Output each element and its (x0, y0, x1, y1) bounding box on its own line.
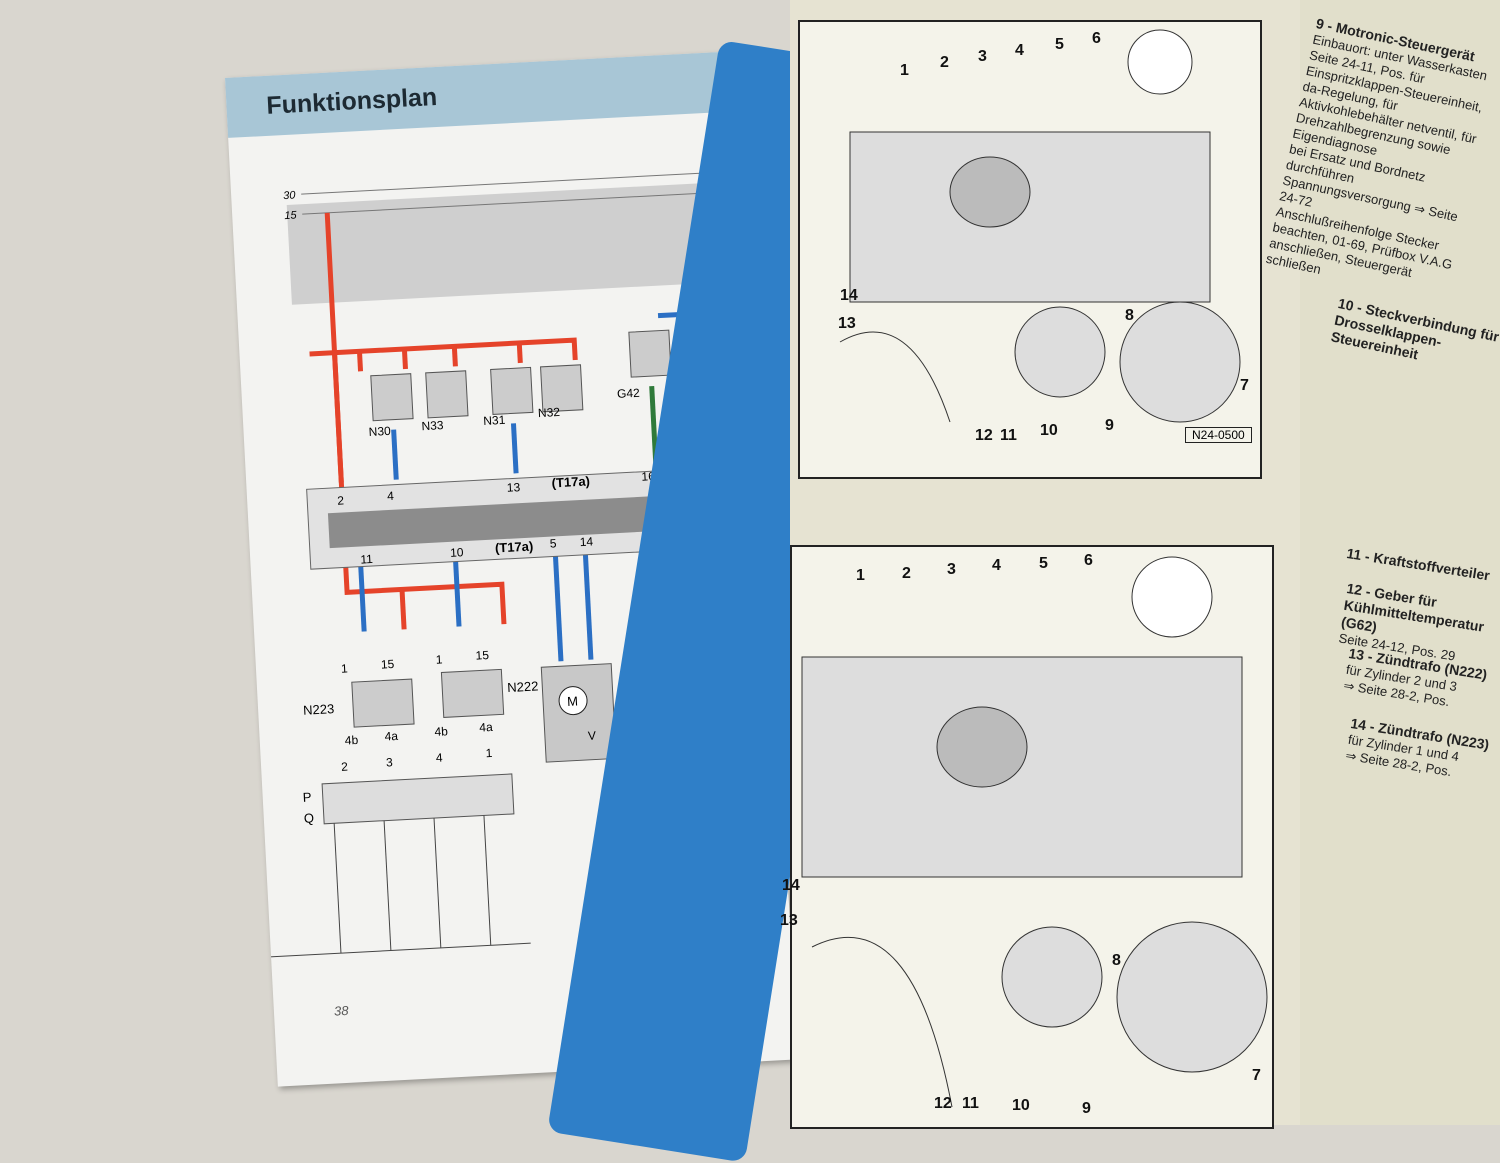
red-wires (309, 212, 578, 630)
pin-label: 4 (387, 489, 395, 503)
callout-number: 14 (782, 877, 800, 894)
motor-label: V (588, 728, 597, 742)
legend-item-14: 14 - Zündtrafo (N223)für Zylinder 1 und … (1344, 715, 1500, 788)
motor-icon (558, 686, 588, 716)
component-n33 (425, 370, 469, 419)
ground-lines (225, 815, 531, 962)
callout-number: 8 (1112, 952, 1121, 969)
rail-label: 30 (283, 189, 297, 202)
callout-number: 2 (940, 54, 949, 71)
legend-item-11: 11 - Kraftstoffverteiler (1345, 545, 1500, 587)
callout-number: 7 (1240, 377, 1249, 394)
pin-label: 2 (337, 493, 345, 507)
callout-number: 7 (1252, 1067, 1261, 1084)
component-g42 (628, 329, 672, 378)
callout-number: 3 (978, 48, 987, 65)
callout-number: 10 (1040, 422, 1058, 439)
legend-heading: 12 - Geber für Kühlmitteltemperatur (G62… (1340, 580, 1486, 635)
connector-label: (T17a) (551, 473, 590, 490)
callout-number: 2 (902, 565, 911, 582)
rail-label: 15 (284, 209, 298, 222)
callout-number: 13 (838, 315, 856, 332)
rail-15 (302, 190, 752, 215)
pin-label: 1 (485, 746, 493, 760)
callout-number: 1 (900, 62, 909, 79)
component-n30 (370, 373, 414, 422)
diode-row-label: P (302, 789, 311, 804)
pin-label: 1 (341, 661, 349, 675)
callout-number: 12 (975, 427, 993, 444)
figure-code: N24-0500 (1185, 427, 1252, 443)
callout-number: 13 (780, 912, 798, 929)
pin-label: 4a (384, 729, 398, 744)
coil-n222 (440, 668, 505, 718)
component-n32 (540, 364, 584, 413)
component-label: N31 (483, 413, 506, 428)
coil-label: N223 (303, 701, 335, 718)
callout-number: 11 (1000, 427, 1017, 444)
wiring-diagram: 30 15 N30 N33 N31 N32 G42 2 4 13 (T17a) … (225, 170, 771, 962)
pin-label: 4b (344, 733, 358, 748)
pin-label: 14 (579, 534, 593, 549)
pin-label: 5 (549, 536, 557, 550)
pin-label: 15 (381, 657, 395, 672)
legend-item-9: 9 - Motronic-Steuergerät Einbauort: unte… (1265, 15, 1499, 305)
callout-number: 1 (856, 567, 865, 584)
pin-label: 4a (479, 720, 493, 735)
pin-label: 4 (436, 751, 444, 765)
engine-illustration (801, 556, 1268, 1108)
callout-number: 6 (1092, 30, 1101, 47)
page-number: 38 (333, 1002, 349, 1019)
pin-label: 1 (435, 652, 443, 666)
coil-n223 (351, 678, 415, 728)
callout-number: 12 (934, 1095, 952, 1112)
fuse-area (286, 180, 752, 305)
connector-label: (T17a) (495, 539, 534, 556)
component-label: N32 (538, 405, 561, 420)
callout-number: 5 (1055, 36, 1064, 53)
diode-row-label: Q (303, 810, 314, 826)
diode-block (321, 773, 515, 825)
component-label: G42 (617, 386, 641, 401)
coil-label: N222 (507, 678, 539, 695)
callout-number: 6 (1084, 552, 1093, 569)
pin-label: 15 (475, 648, 489, 663)
pin-label: 4b (434, 724, 448, 739)
callout-number: 14 (840, 287, 858, 304)
pin-label: 3 (386, 755, 394, 769)
callout-number: 4 (1015, 42, 1024, 59)
legend-heading: 10 - Steckverbindung für Drosselklappen-… (1329, 295, 1500, 363)
repair-manual-page: 1 2 3 4 5 6 7 8 9 10 11 12 13 14 N24-050… (780, 0, 1300, 1129)
callout-number: 3 (947, 561, 956, 578)
pin-label: 2 (341, 760, 349, 774)
callout-number: 5 (1039, 555, 1048, 572)
figure-top: 1 2 3 4 5 6 7 8 9 10 11 12 13 14 N24-050… (798, 20, 1262, 479)
pin-label: 13 (506, 480, 520, 495)
component-n31 (490, 366, 534, 415)
callout-number: 9 (1082, 1100, 1091, 1117)
component-label: N33 (421, 418, 444, 433)
callout-number: 11 (962, 1095, 979, 1112)
callout-number: 10 (1012, 1097, 1030, 1114)
legend-item-10: 10 - Steckverbindung für Drosselklappen-… (1329, 295, 1500, 380)
pin-label: 10 (450, 545, 464, 560)
callout-number: 9 (1105, 417, 1114, 434)
pin-label: 11 (360, 552, 373, 567)
wiring-diagram-page: Funktionsplan 30 15 N30 N33 N31 N32 G42 … (225, 50, 798, 1087)
callout-number: 8 (1125, 307, 1134, 324)
legend-heading: 11 - Kraftstoffverteiler (1345, 545, 1491, 584)
rail-30 (301, 170, 751, 195)
motor-symbol: M (567, 693, 579, 709)
engine-illustration (839, 29, 1241, 423)
figure-bottom: 1 2 3 4 5 6 7 8 9 10 11 12 13 14 (780, 545, 1274, 1129)
legend-text-page: 9 - Motronic-Steuergerät Einbauort: unte… (1265, 0, 1500, 1125)
component-label: N30 (368, 424, 391, 439)
callout-number: 4 (992, 557, 1001, 574)
